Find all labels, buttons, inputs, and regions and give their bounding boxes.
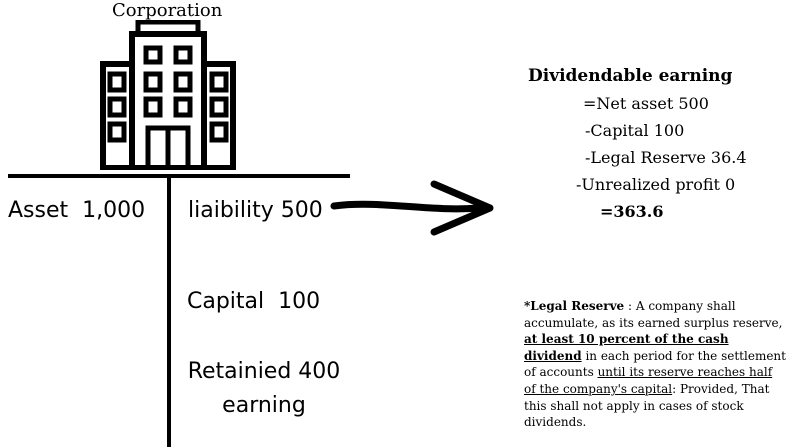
dividendable-result: =363.6	[600, 202, 664, 221]
t-account-divider-line	[167, 176, 171, 447]
t-account-top-line	[8, 174, 350, 178]
retained-earning-line-1: Retainied 400	[187, 359, 341, 384]
office-building-icon	[100, 20, 236, 170]
note-text-1: : A company shall accumulate, as its ear…	[524, 299, 783, 330]
note-emphasis: at least 10 percent of the cash dividend	[524, 332, 729, 363]
capital-line: -Capital 100	[585, 121, 685, 140]
legal-reserve-note: *Legal Reserve : A company shall accumul…	[524, 298, 786, 431]
note-text-2: in each period for the settlement of acc…	[524, 348, 786, 380]
note-term: *Legal Reserve	[524, 299, 625, 313]
right-arrow-icon	[330, 180, 494, 236]
unrealized-profit-line: -Unrealized profit 0	[576, 175, 736, 194]
retained-earning-line-2: earning	[222, 393, 306, 418]
note-underlined: until its reserve reaches half of the co…	[524, 365, 773, 396]
capital-entry: Capital 100	[187, 289, 321, 314]
note-text-3: : Provided, That this shall not apply in…	[524, 381, 770, 430]
liability-entry: liaibility 500	[188, 198, 323, 223]
net-asset-line: =Net asset 500	[583, 94, 709, 113]
retained-earning-entry: Retainied 400 earning	[176, 355, 352, 423]
asset-entry: Asset 1,000	[8, 198, 146, 223]
legal-reserve-line: -Legal Reserve 36.4	[585, 148, 747, 167]
corporation-label: Corporation	[112, 0, 223, 21]
dividendable-title: Dividendable earning	[528, 66, 733, 86]
